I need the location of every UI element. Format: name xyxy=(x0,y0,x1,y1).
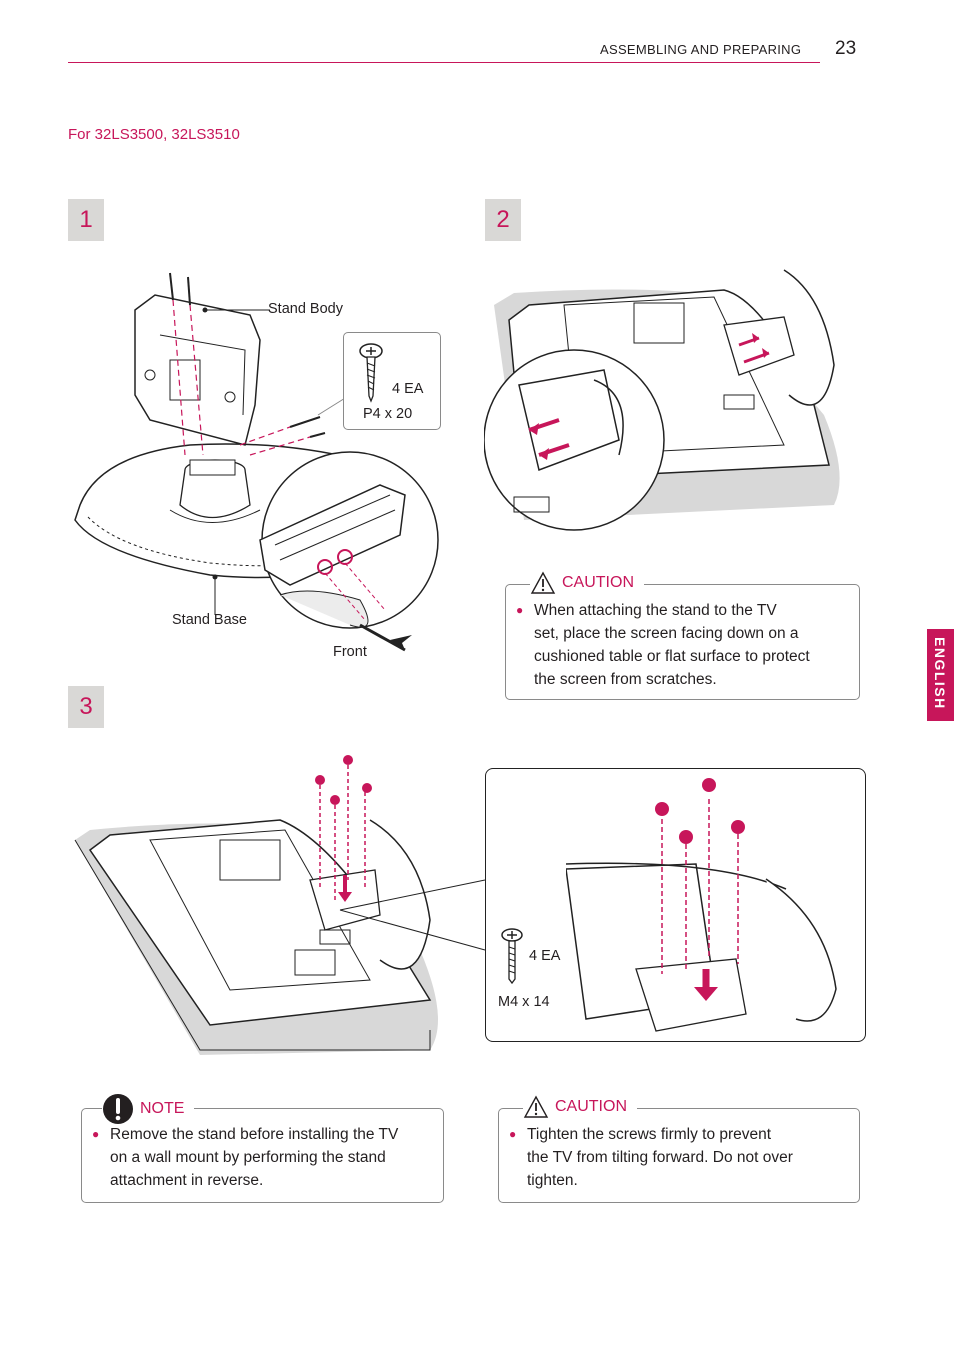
step2-illustration xyxy=(484,269,840,531)
note-header: NOTE xyxy=(102,1093,195,1125)
step-badge-2: 2 xyxy=(485,199,521,241)
bullet-icon: ● xyxy=(509,1127,517,1141)
screw-size: P4 x 20 xyxy=(363,406,413,422)
step3-illustration-left xyxy=(74,755,486,1055)
screw-quantity: 4 EA xyxy=(392,381,424,397)
caution-header: CAUTION xyxy=(523,1095,637,1119)
step1-illustration xyxy=(74,272,439,652)
section-title: ASSEMBLING AND PREPARING xyxy=(600,42,802,57)
language-tab-label: ENGLISH xyxy=(932,637,948,710)
page-number: 23 xyxy=(835,38,857,59)
warning-triangle-icon xyxy=(530,571,556,594)
label-front: Front xyxy=(333,644,367,660)
exclamation-icon xyxy=(103,1094,133,1124)
caution-box-attach: CAUTION ● When attaching the stand to th… xyxy=(505,571,860,700)
label-stand-body: Stand Body xyxy=(268,301,343,317)
note-title: NOTE xyxy=(134,1100,191,1118)
warning-triangle-icon xyxy=(523,1095,549,1118)
step-badge-3: 3 xyxy=(68,686,104,728)
language-tab[interactable]: ENGLISH xyxy=(927,629,954,721)
step3-zoom-box: 4 EA M4 x 14 xyxy=(485,768,866,1042)
bullet-icon: ● xyxy=(516,603,524,617)
header-rule xyxy=(68,62,820,63)
caution-title: CAUTION xyxy=(556,574,640,592)
note-text: Remove the stand before installing the T… xyxy=(110,1126,399,1189)
label-stand-base: Stand Base xyxy=(172,612,247,628)
screw-icon xyxy=(359,343,383,403)
screw-size: M4 x 14 xyxy=(498,994,550,1010)
step3-zoom-illustration xyxy=(566,778,837,1032)
note-box: NOTE ● Remove the stand before installin… xyxy=(81,1093,444,1203)
screw-spec-box-1: 4 EA P4 x 20 xyxy=(343,332,441,430)
bullet-icon: ● xyxy=(92,1127,100,1141)
caution-box-tighten: CAUTION ● Tighten the screws firmly to p… xyxy=(498,1095,860,1203)
caution-title: CAUTION xyxy=(549,1098,633,1116)
screw-icon xyxy=(501,928,523,985)
screw-quantity: 4 EA xyxy=(529,948,561,964)
caution-text: When attaching the stand to the TV set, … xyxy=(534,602,810,688)
model-line: For 32LS3500, 32LS3510 xyxy=(68,126,240,143)
step-badge-1: 1 xyxy=(68,199,104,241)
caution-text: Tighten the screws firmly to prevent the… xyxy=(527,1126,793,1189)
caution-header: CAUTION xyxy=(530,571,644,595)
